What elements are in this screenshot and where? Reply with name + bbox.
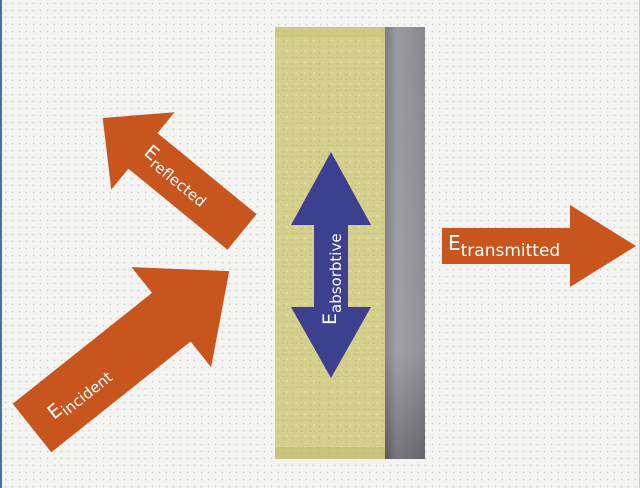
absorptive-arrow xyxy=(291,152,371,378)
absorptive-label: Eabsorbtive xyxy=(319,233,345,325)
backing-layer xyxy=(385,27,425,459)
transmitted-label: Etransmitted xyxy=(448,231,560,261)
transmitted-arrow xyxy=(442,205,636,287)
incident-arrow xyxy=(12,267,230,453)
reflected-arrow xyxy=(102,112,257,250)
